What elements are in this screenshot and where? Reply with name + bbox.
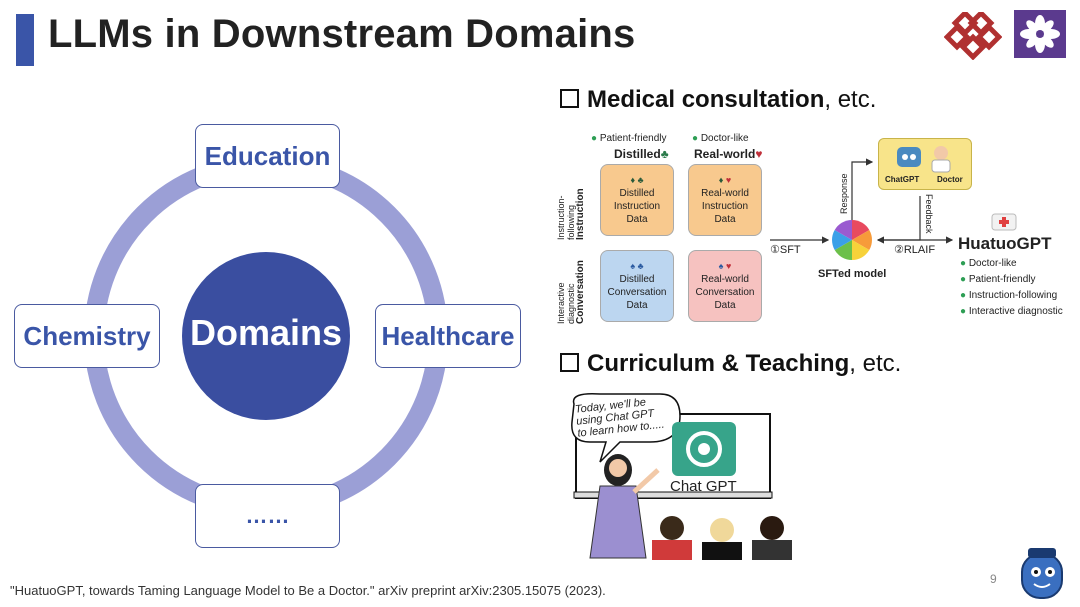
trait-item: ● Instruction-following (960, 290, 1058, 301)
check-icon: ● (960, 290, 967, 301)
robot-doctor-icons (897, 146, 951, 173)
medical-heading: Medical consultation, etc. (560, 86, 876, 114)
rlaif-label: ②RLAIF (894, 244, 936, 256)
mascot-icon (1021, 548, 1063, 599)
teacher-dress (589, 485, 647, 559)
classroom-illustration (571, 392, 792, 560)
feedback-label: Feedback (924, 194, 934, 234)
title-accent-bar (16, 14, 34, 66)
node-education: Education (195, 124, 340, 188)
check-icon: ● (960, 274, 967, 285)
huatuogpt-traits: ● Doctor-like ● Patient-friendly ● Instr… (960, 256, 1063, 320)
training-flow-diagram (770, 158, 954, 260)
trait-item: ● Patient-friendly (960, 274, 1036, 285)
flower-emblem-logo (1014, 10, 1066, 58)
real-world-header: Real-world♥ (694, 147, 763, 161)
citation: "HuatuoGPT, towards Taming Language Mode… (10, 583, 606, 598)
domain-center-circle (182, 252, 350, 420)
check-icon: ● (591, 133, 598, 144)
doctor-icon (934, 146, 948, 160)
robot-icon (897, 147, 921, 167)
board-label: Chat GPT (670, 478, 737, 495)
slide-title: LLMs in Downstream Domains (48, 12, 636, 56)
sft-label: ①SFT (770, 244, 801, 256)
patient-friendly-label: ● Patient-friendly (591, 133, 667, 144)
medical-kit-icon (991, 213, 1017, 231)
row-label-instruction: Instruction-following Instruction (556, 188, 586, 240)
node-healthcare: Healthcare (375, 304, 521, 368)
curriculum-heading: Curriculum & Teaching, etc. (560, 350, 901, 378)
center-label: Domains (189, 312, 343, 353)
node-chemistry: Chemistry (14, 304, 160, 368)
trait-item: ● Doctor-like (960, 258, 1017, 269)
check-icon: ● (960, 258, 967, 269)
node-more: …… (195, 484, 340, 548)
checkbox-bullet-icon (560, 353, 579, 372)
student-head (710, 518, 734, 542)
doctor-like-label: ● Doctor-like (692, 133, 749, 144)
huatuogpt-label: HuatuoGPT (958, 234, 1052, 253)
checkbox-bullet-icon (560, 89, 579, 108)
check-icon: ● (960, 306, 967, 317)
check-icon: ● (692, 133, 699, 144)
response-label: Response (839, 173, 849, 214)
student-head (760, 516, 784, 540)
distilled-header: Distilled♣ (614, 147, 669, 161)
sfted-model-label: SFTed model (818, 268, 887, 280)
university-logo (944, 12, 1002, 60)
model-wheel-icon (832, 220, 872, 260)
trait-item: ● Interactive diagnostic (960, 306, 1063, 317)
page-number: 9 (990, 572, 997, 586)
student-head (660, 516, 684, 540)
teacher-box: ChatGPT Doctor (878, 138, 972, 190)
